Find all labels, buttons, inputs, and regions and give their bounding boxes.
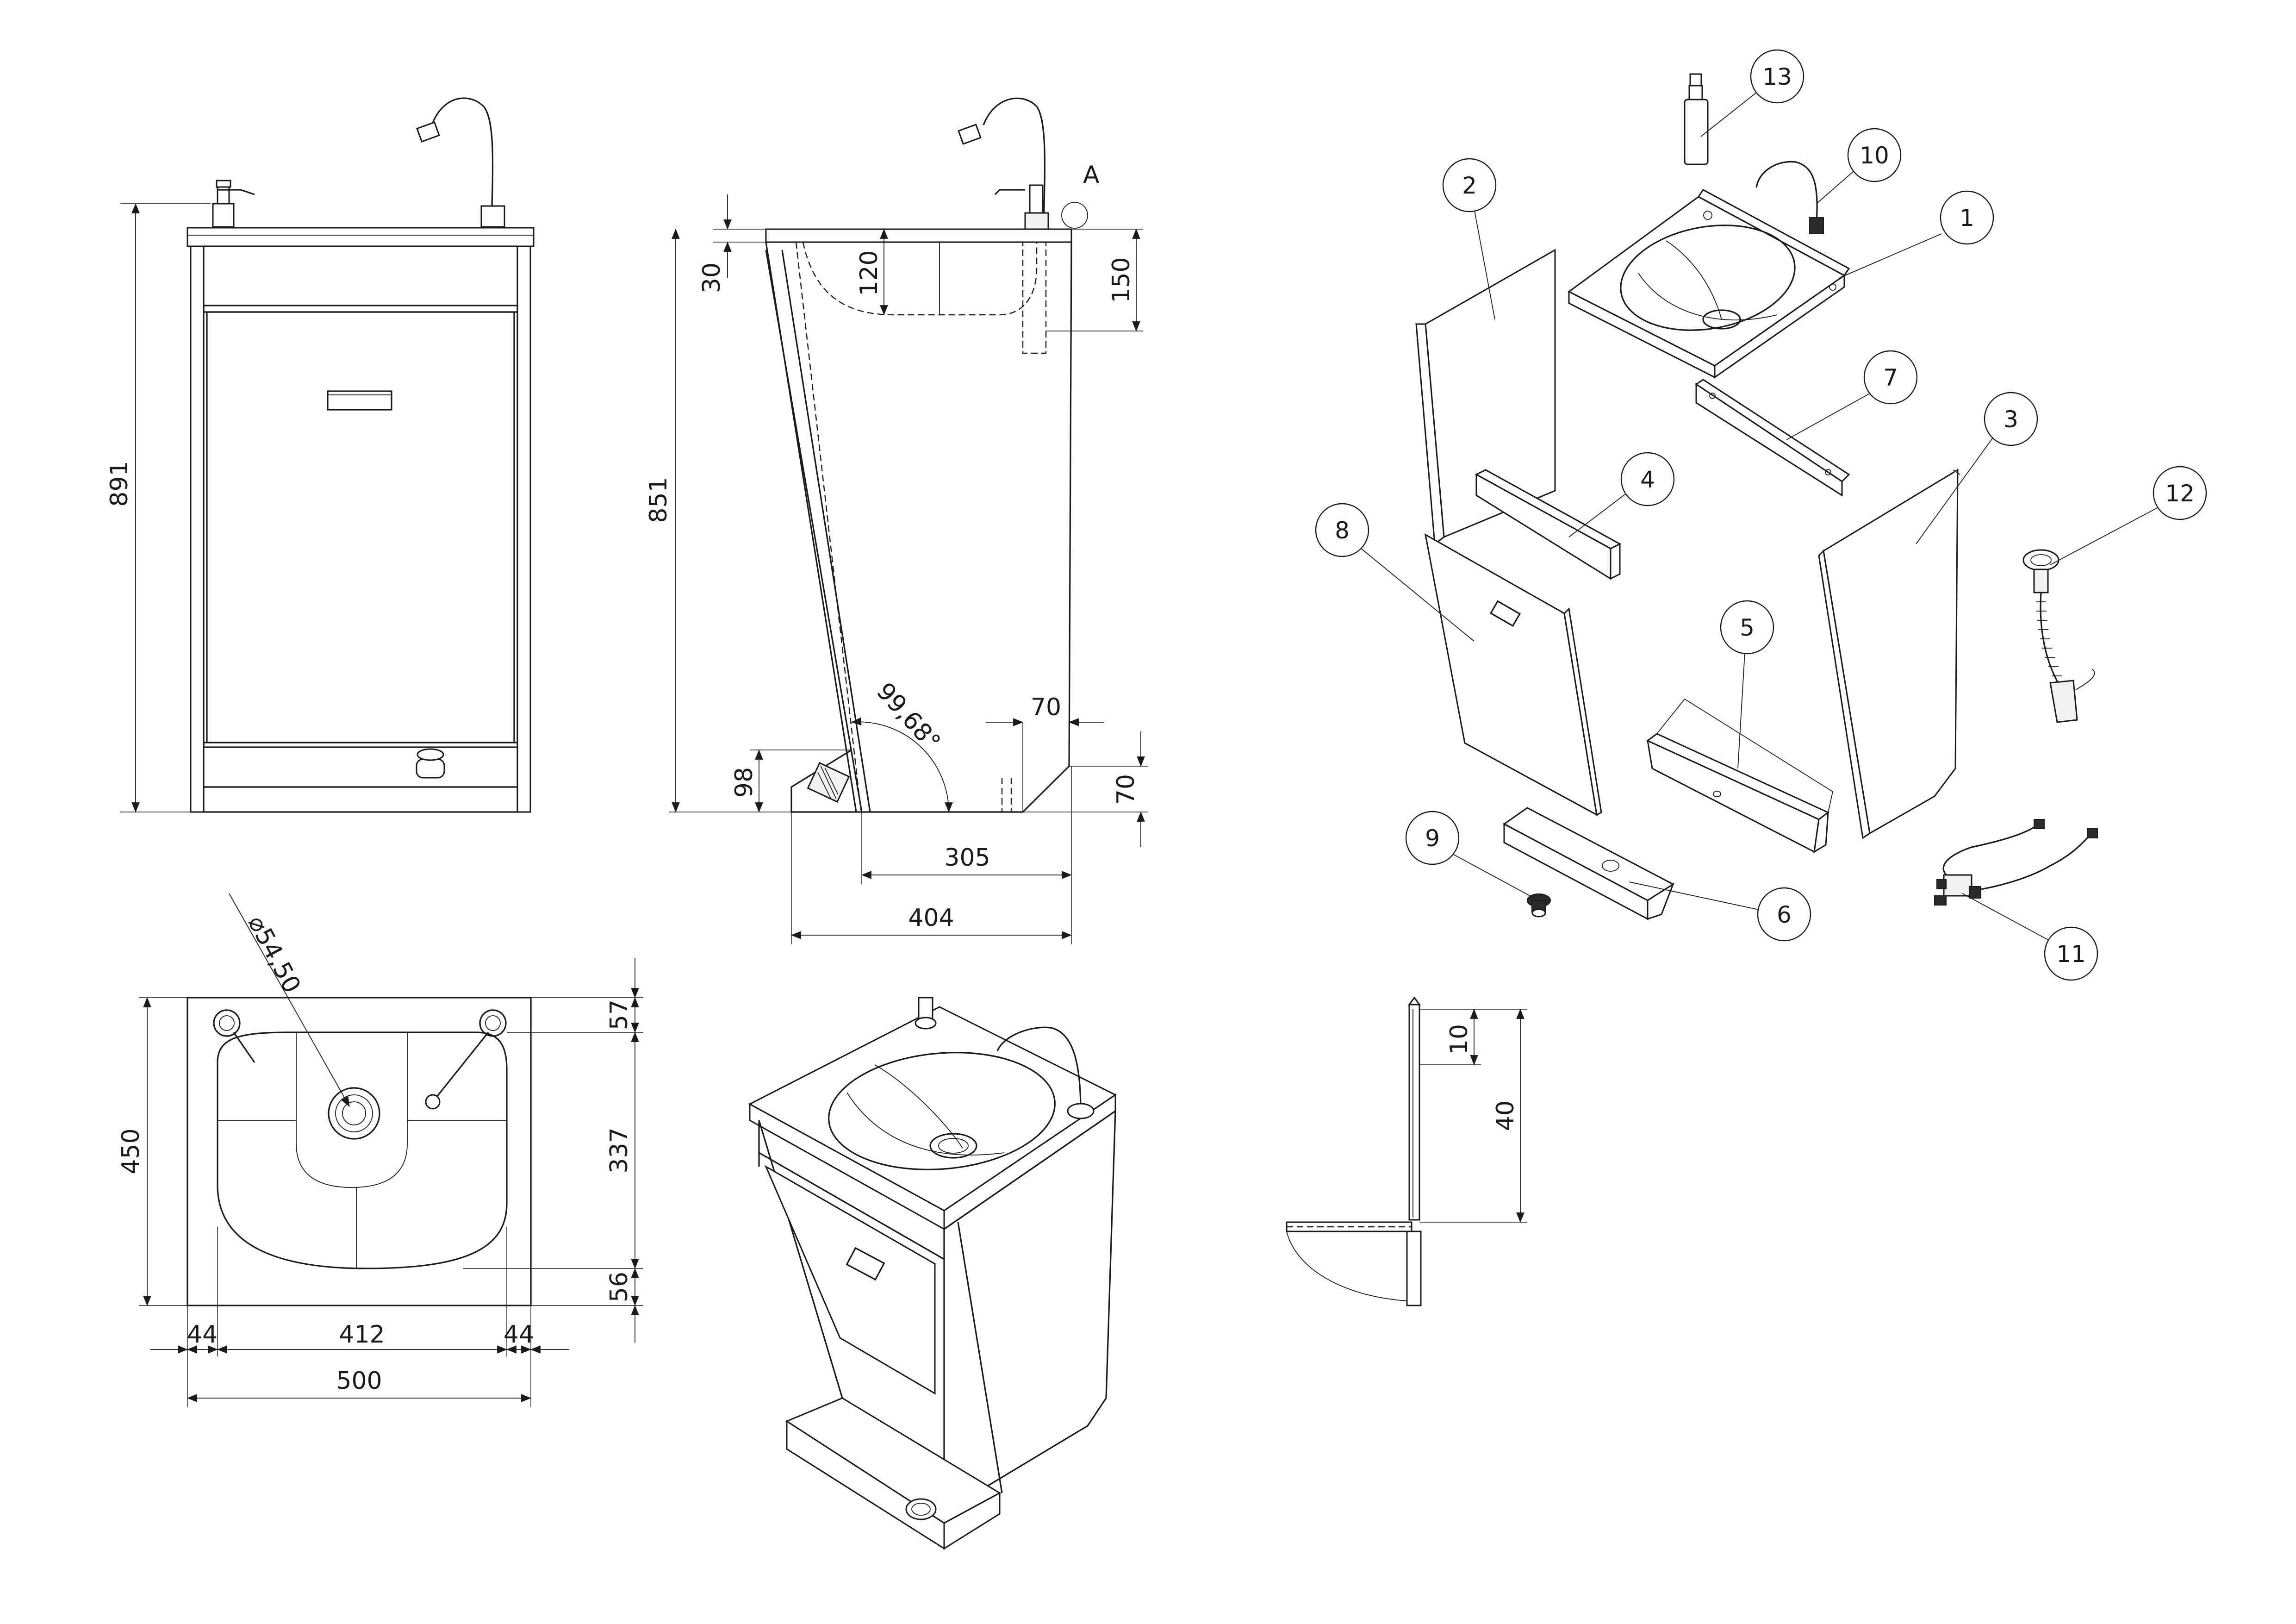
balloon-7: 7 (1786, 350, 1918, 440)
side-plinth-width-label: 70 (1031, 693, 1061, 721)
svg-text:2: 2 (1462, 172, 1477, 199)
isometric-view (748, 997, 1117, 1550)
balloon-10: 10 (1816, 128, 1902, 204)
part-foot-button (1527, 893, 1551, 918)
svg-text:3: 3 (2004, 406, 2018, 433)
balloon-callouts: 13 10 1 2 7 3 12 (1315, 49, 2207, 981)
side-base-width-label: 305 (944, 844, 990, 872)
part-trough (1646, 699, 1834, 853)
side-dimensions: 30 851 120 150 98 99,68° 70 70 30 (645, 194, 1148, 944)
svg-text:4: 4 (1640, 466, 1655, 493)
side-top-offset-label: 30 (698, 262, 726, 293)
balloon-4: 4 (1568, 452, 1675, 537)
side-plinth-height-label: 70 (1112, 774, 1140, 805)
svg-text:1: 1 (1960, 205, 1974, 231)
side-basin-depth-label: 120 (855, 250, 883, 296)
top-front-margin-label: 56 (605, 1272, 633, 1302)
svg-text:9: 9 (1425, 825, 1440, 852)
part-right-panel (1818, 468, 1960, 839)
top-left-margin-label: 44 (187, 1321, 218, 1349)
side-angle-label: 99,68° (871, 678, 946, 756)
balloon-3: 3 (1916, 392, 2038, 544)
part-tap (1755, 161, 1824, 234)
part-left-panel (1415, 249, 1556, 545)
detail-upper-label: 10 (1445, 1024, 1473, 1055)
part-soap-dispenser (1684, 73, 1709, 165)
svg-text:8: 8 (1335, 517, 1350, 544)
side-height-label: 851 (645, 477, 672, 523)
top-bowl-depth-label: 337 (605, 1127, 633, 1173)
balloon-9: 9 (1405, 811, 1535, 899)
svg-text:10: 10 (1860, 142, 1889, 169)
svg-text:11: 11 (2056, 941, 2086, 968)
top-view (187, 997, 532, 1306)
side-toe-height-label: 98 (730, 767, 758, 798)
part-crossbar (1475, 469, 1622, 580)
svg-text:6: 6 (1777, 901, 1792, 928)
detail-total-label: 40 (1492, 1100, 1519, 1131)
svg-text:5: 5 (1740, 614, 1755, 641)
top-depth-label: 450 (117, 1128, 145, 1174)
part-plinth (1503, 807, 1675, 920)
balloon-1: 1 (1839, 190, 1994, 278)
exploded-view (1415, 73, 2098, 920)
balloon-6: 6 (1629, 881, 1811, 942)
detail-a-view: 10 40 (1286, 996, 1527, 1306)
top-drain-diameter-label: ⌀54,50 (243, 911, 306, 998)
top-right-margin-label: 44 (504, 1321, 534, 1349)
part-basin-top (1568, 189, 1850, 379)
top-bowl-width-label: 412 (339, 1321, 385, 1349)
part-rail-bracket (1695, 379, 1850, 497)
svg-text:12: 12 (2165, 480, 2195, 507)
balloon-11: 11 (1962, 893, 2098, 981)
part-front-door (1424, 533, 1602, 816)
front-height-label: 891 (106, 461, 133, 506)
side-tap-height-label: 150 (1108, 257, 1135, 303)
top-dimensions: ⌀54,50 450 57 337 56 44 412 44 500 (117, 893, 643, 1407)
part-drain-hose (2022, 549, 2095, 723)
detail-marker-a: A (1083, 161, 1100, 189)
part-valve-assembly (1934, 819, 2098, 906)
balloon-2: 2 (1442, 158, 1497, 320)
side-view: A (765, 97, 1100, 813)
side-total-depth-label: 404 (908, 904, 954, 932)
front-height-dimension: 891 (106, 203, 211, 813)
balloon-5: 5 (1720, 600, 1774, 769)
top-total-width-label: 500 (336, 1367, 382, 1395)
balloon-12: 12 (2050, 466, 2207, 565)
top-back-margin-label: 57 (605, 999, 633, 1030)
balloon-13: 13 (1700, 49, 1804, 137)
front-view (187, 97, 535, 813)
svg-text:7: 7 (1883, 364, 1898, 391)
svg-text:13: 13 (1762, 63, 1792, 90)
balloon-8: 8 (1315, 503, 1475, 642)
